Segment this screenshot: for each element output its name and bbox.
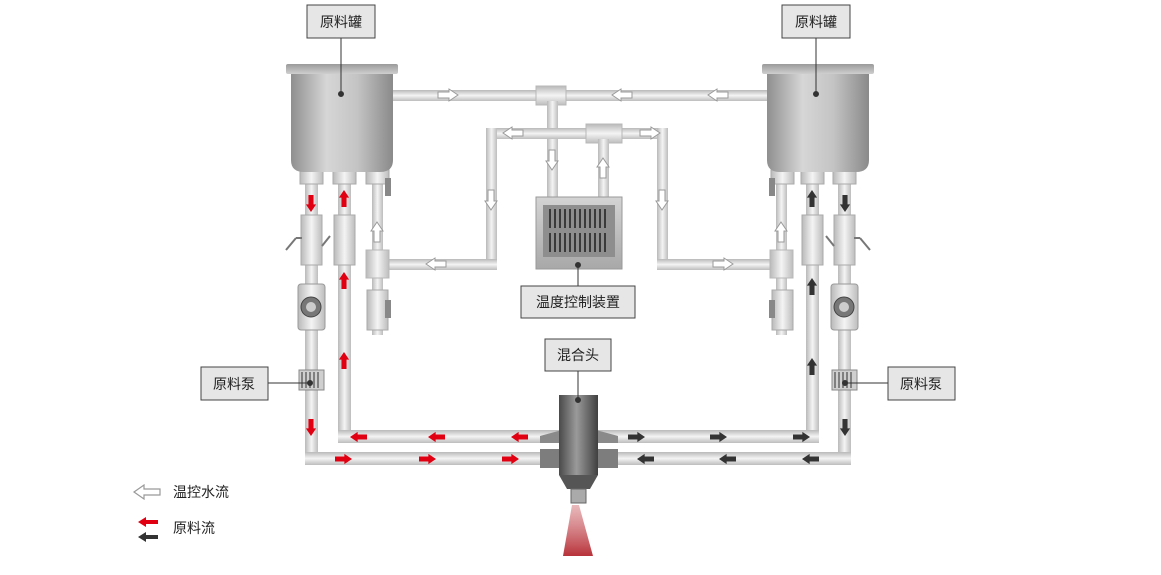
water-flow-arrow-icon bbox=[425, 257, 447, 271]
legend-water-flow-text: 温控水流 bbox=[173, 485, 229, 501]
material-flow-arrow-icon bbox=[305, 419, 317, 436]
material-flow-arrow-icon bbox=[511, 431, 528, 443]
label-pump-right-text: 原料泵 bbox=[900, 377, 942, 393]
label-temp-control-text: 温度控制装置 bbox=[536, 295, 620, 311]
mix-head bbox=[540, 395, 618, 556]
legend-material-flow-text: 原料流 bbox=[173, 521, 215, 537]
water-flow-arrow-icon bbox=[655, 189, 669, 211]
label-temp-control: 温度控制装置 bbox=[520, 285, 636, 319]
water-flow-arrow-icon bbox=[774, 221, 788, 243]
material-flow-arrow-icon bbox=[502, 453, 519, 465]
material-flow-arrow-icon bbox=[350, 431, 367, 443]
material-flow-arrow-icon bbox=[719, 453, 736, 465]
tank-left bbox=[286, 64, 398, 172]
water-flow-arrow-icon bbox=[484, 189, 498, 211]
material-flow-arrow-icon bbox=[710, 431, 727, 443]
valve-icon bbox=[830, 283, 859, 331]
material-flow-arrow-icon bbox=[802, 453, 819, 465]
material-flow-arrow-icon bbox=[419, 453, 436, 465]
label-mix-head-text: 混合头 bbox=[557, 348, 599, 364]
water-flow-arrow-icon bbox=[545, 149, 559, 171]
leader-lines bbox=[268, 38, 888, 403]
label-mix-head: 混合头 bbox=[544, 338, 612, 372]
water-flow-arrow-icon bbox=[437, 88, 459, 102]
water-flow-arrow-icon bbox=[639, 126, 661, 140]
water-pipe-top bbox=[392, 90, 767, 101]
material-flow-arrow-icon bbox=[305, 195, 317, 212]
legend: 温控水流 原料流 bbox=[132, 483, 229, 542]
material-flow-arrow-icon bbox=[637, 453, 654, 465]
material-flow-arrow-icon bbox=[839, 195, 851, 212]
material-flow-arrow-icon bbox=[338, 352, 350, 369]
material-flow-arrow-icon bbox=[428, 431, 445, 443]
material-flow-arrow-icon bbox=[338, 272, 350, 289]
material-flow-arrow-icon bbox=[839, 419, 851, 436]
fittings-left bbox=[285, 169, 391, 331]
label-pump-left-text: 原料泵 bbox=[213, 377, 255, 393]
pump-icon bbox=[298, 369, 325, 391]
material-flow-arrow-icon bbox=[793, 431, 810, 443]
label-tank-left-text: 原料罐 bbox=[320, 15, 362, 31]
label-tank-left: 原料罐 bbox=[306, 4, 376, 39]
temp-control-unit bbox=[535, 196, 623, 270]
material-flow-arrow-icon bbox=[338, 190, 350, 207]
water-pipe-manifold bbox=[486, 128, 660, 139]
water-flow-arrow-icon bbox=[502, 126, 524, 140]
water-flow-arrow-icon bbox=[132, 483, 161, 501]
mix-spray bbox=[563, 505, 593, 556]
water-flow-arrow-icon bbox=[712, 257, 734, 271]
material-pipe-left-inner bbox=[338, 172, 351, 443]
material-flow-arrows-red bbox=[305, 190, 528, 465]
label-pump-left: 原料泵 bbox=[200, 366, 269, 401]
water-flow-arrow-icon bbox=[370, 221, 384, 243]
pump-icon bbox=[831, 369, 858, 391]
label-pump-right: 原料泵 bbox=[887, 366, 956, 401]
material-flow-arrow-icon bbox=[806, 358, 818, 375]
material-flow-arrow-icon bbox=[138, 517, 158, 542]
material-flow-arrows-dark bbox=[628, 190, 851, 465]
tank-right bbox=[762, 64, 874, 172]
label-tank-right-text: 原料罐 bbox=[795, 15, 837, 31]
material-pipe-upper-right bbox=[598, 430, 819, 443]
fittings-right bbox=[769, 169, 871, 331]
water-flow-arrows bbox=[370, 88, 788, 271]
water-flow-arrow-icon bbox=[611, 88, 633, 102]
water-flow-arrow-icon bbox=[707, 88, 729, 102]
valve-icon bbox=[297, 283, 326, 331]
material-flow-arrow-icon bbox=[806, 190, 818, 207]
material-flow-arrow-icon bbox=[806, 278, 818, 295]
material-pipe-upper-left bbox=[338, 430, 560, 443]
water-flow-arrow-icon bbox=[596, 157, 610, 179]
material-flow-arrow-icon bbox=[335, 453, 352, 465]
material-pipe-right-inner bbox=[806, 172, 819, 443]
label-tank-right: 原料罐 bbox=[781, 4, 851, 39]
material-flow-arrow-icon bbox=[628, 431, 645, 443]
